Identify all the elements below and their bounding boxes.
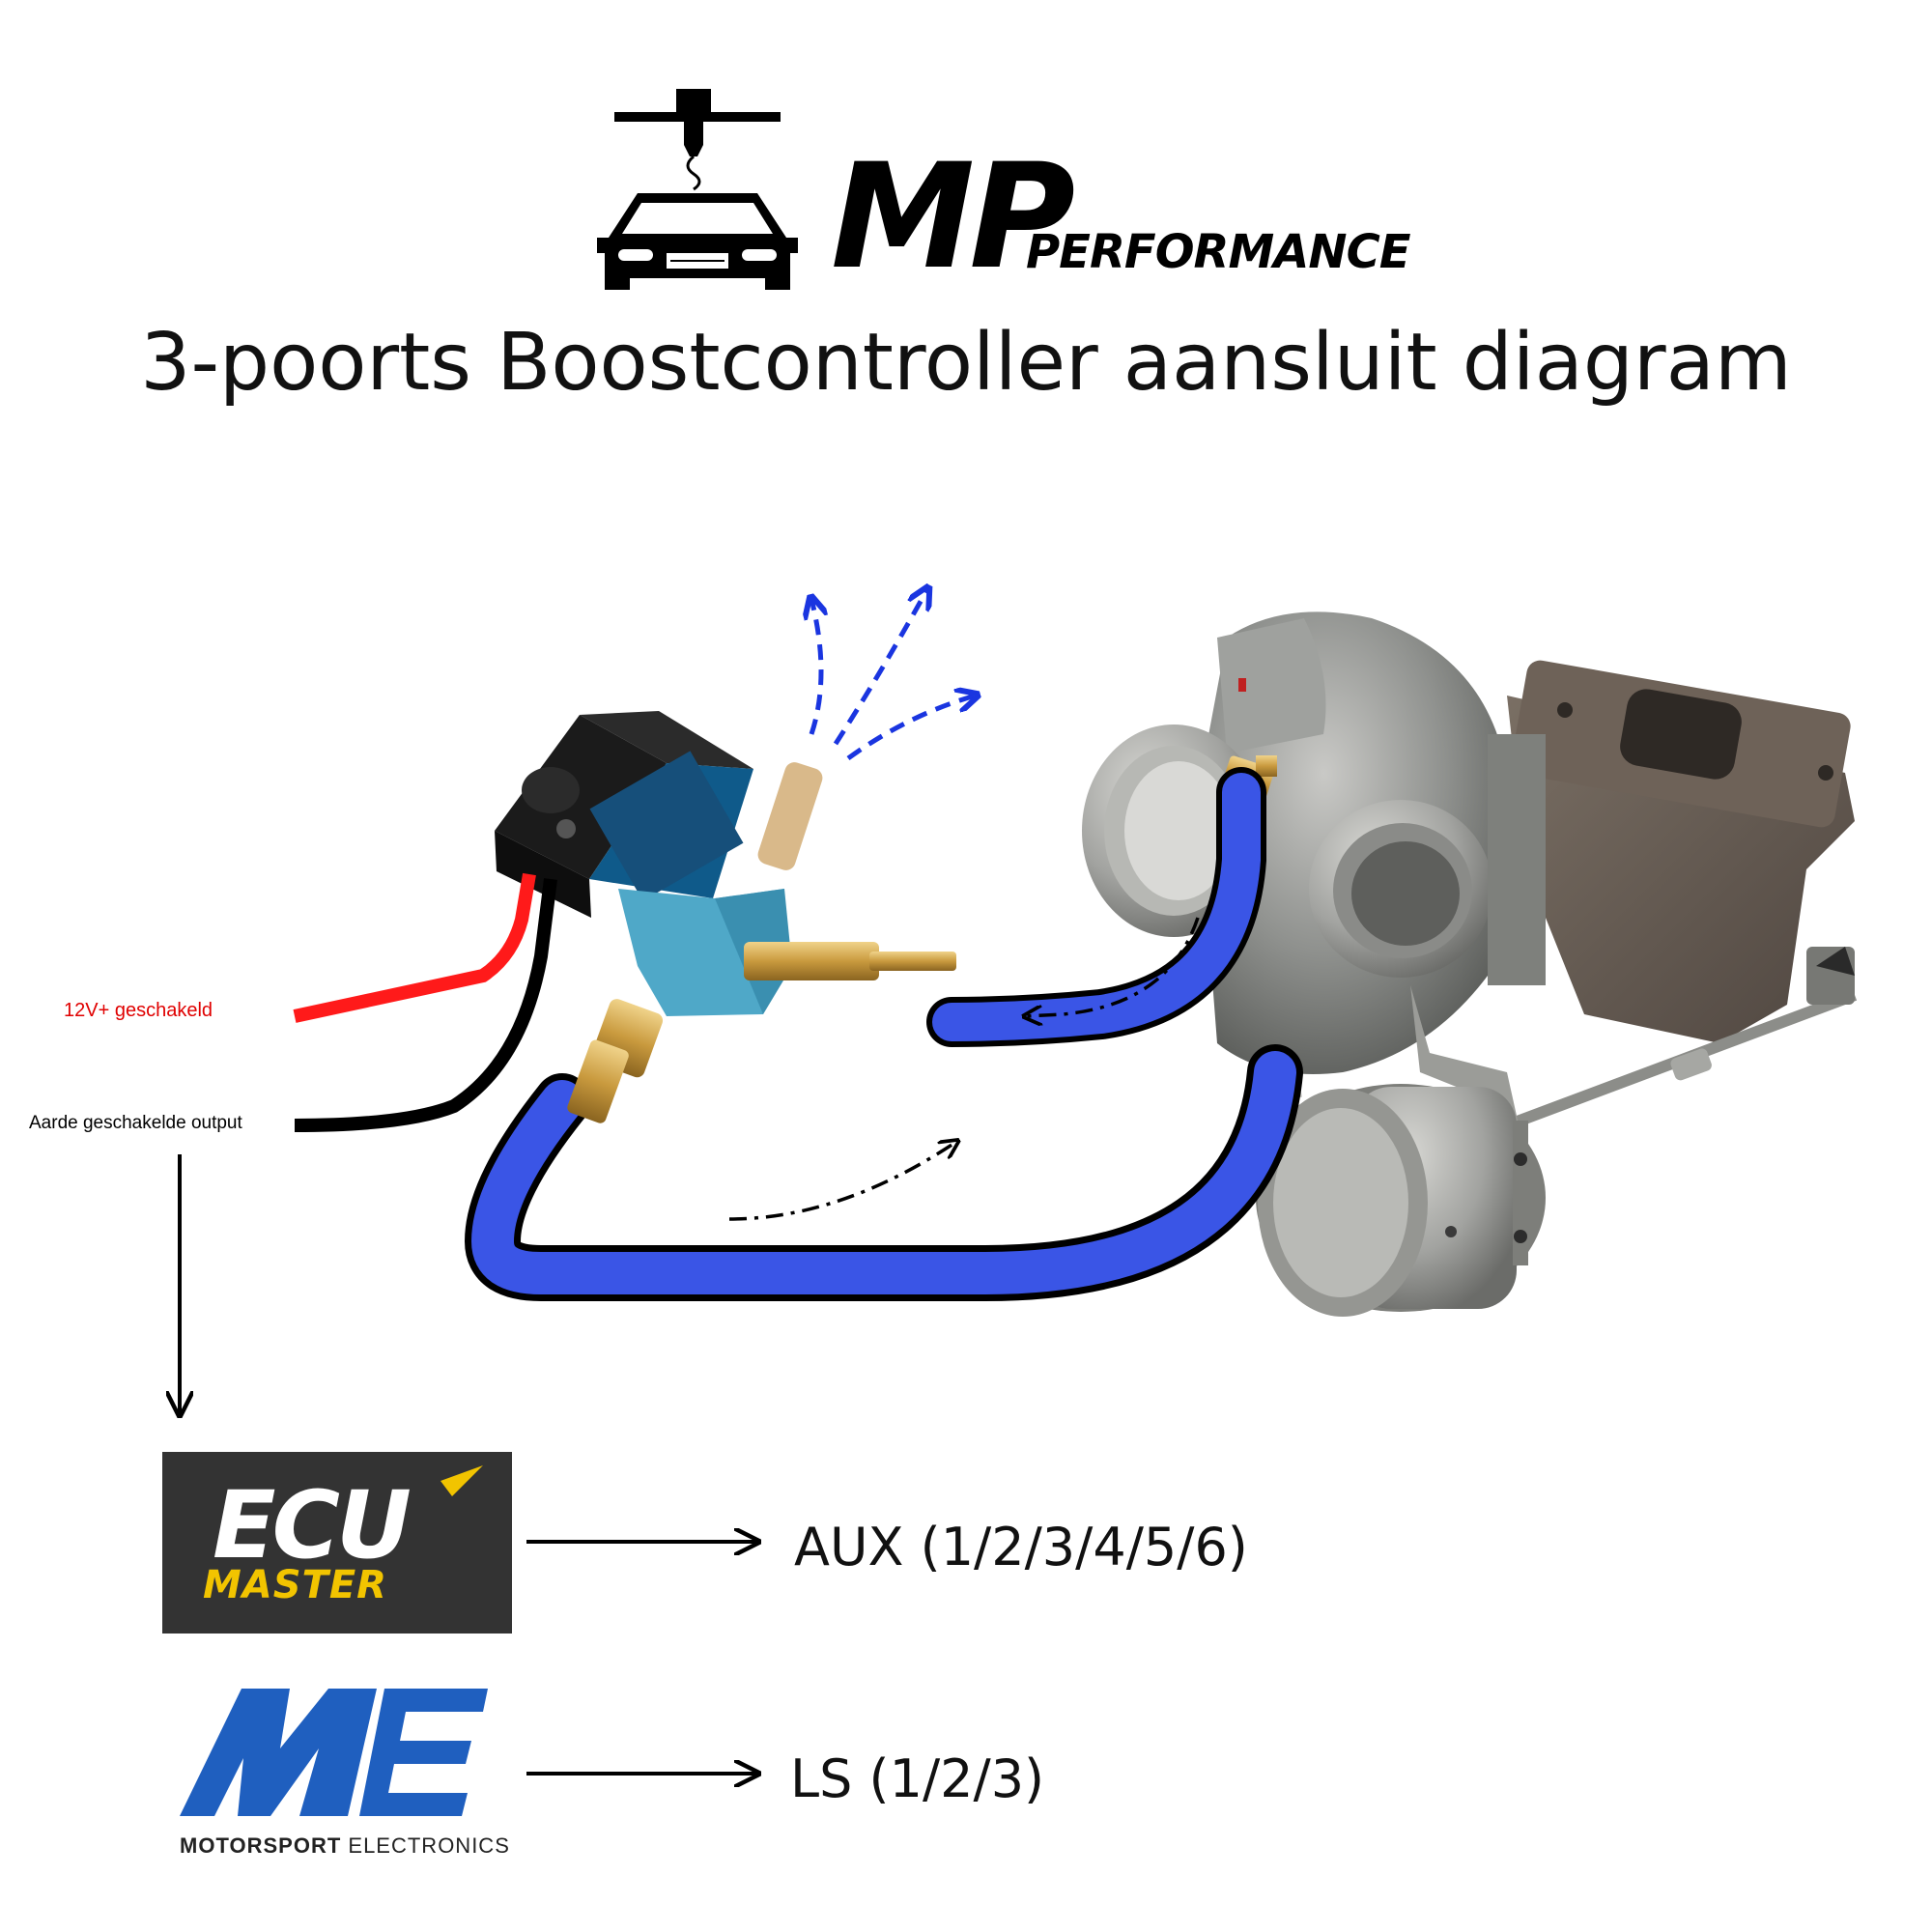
ground-wire-label: Aarde geschakelde output [29, 1113, 242, 1133]
wastegate-actuator-icon [1256, 1084, 1546, 1317]
exhaust-arrow-icon [811, 589, 976, 761]
me-logo-icon [180, 1689, 488, 1816]
ecumaster-port-label: AUX (1/2/3/4/5/6) [794, 1517, 1248, 1577]
positive-wire-label: 12V+ geschakeld [64, 1000, 213, 1021]
me-sub-light: ELECTRONICS [348, 1833, 510, 1858]
brand-performance: PERFORMANCE [1026, 225, 1411, 279]
page-title: 3-poorts Boostcontroller aansluit diagra… [140, 317, 1792, 409]
ecu-logo-line2: MASTER [203, 1563, 387, 1607]
ecu-accent-icon [440, 1465, 483, 1496]
turbocharger-icon [1082, 611, 1858, 1317]
ecu-logo-line1: ECU [213, 1471, 412, 1579]
me-sub-bold: MOTORSPORT [180, 1833, 342, 1858]
ecumaster-logo: ECU MASTER [162, 1452, 512, 1634]
boost-solenoid-icon [293, 711, 956, 1132]
me-port-label: LS (1/2/3) [790, 1748, 1045, 1809]
flow-arrow-actuator [739, 1140, 966, 1219]
brand-mp: MP [831, 133, 1075, 301]
me-logo-subtitle: MOTORSPORT ELECTRONICS [180, 1833, 510, 1859]
